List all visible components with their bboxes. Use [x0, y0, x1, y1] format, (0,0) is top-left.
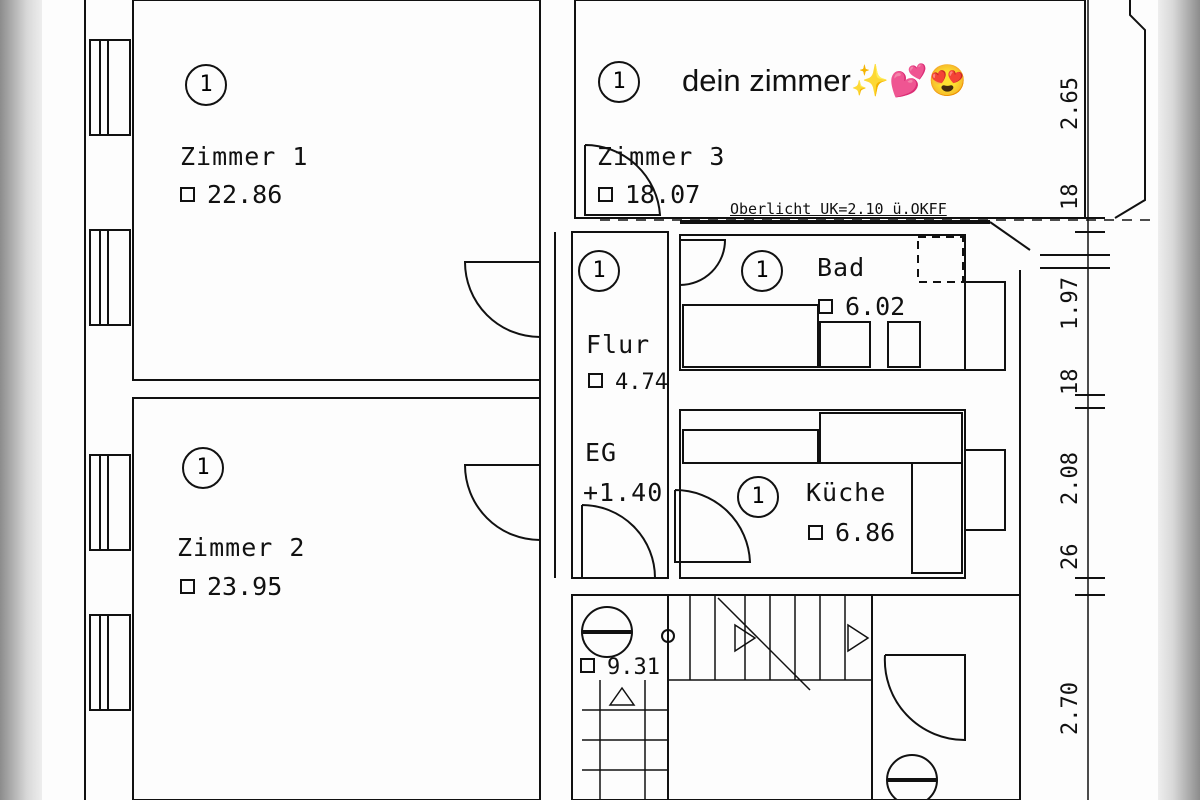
floor-plan-drawing: [84, 0, 1150, 800]
room-name-kueche: Küche: [806, 478, 887, 507]
room-number-badge: 1: [741, 250, 783, 292]
room-area-flur: 4.74: [588, 370, 668, 395]
room-name-zimmer-2: Zimmer 2: [177, 533, 306, 562]
background-blur-left: [0, 0, 45, 800]
skylight-note: Oberlicht UK=2.10 ü.OKFF: [730, 200, 947, 218]
room-area-kueche: 6.86: [808, 518, 895, 547]
dimension-label: 1.97: [1058, 277, 1083, 330]
dimension-label: 18: [1058, 368, 1083, 396]
room-name-zimmer-3: Zimmer 3: [597, 142, 726, 171]
dimension-label: 2.08: [1058, 452, 1083, 505]
room-number-badge: 1: [578, 250, 620, 292]
room-name-zimmer-1: Zimmer 1: [180, 142, 309, 171]
room-number-badge: 1: [182, 447, 224, 489]
stair-area: 9.31: [580, 655, 660, 680]
room-number-badge: 1: [737, 476, 779, 518]
door-kueche: [674, 488, 752, 563]
floor-plan: dein zimmer✨💕😍 1 Zimmer 1 22.86 1 Zimmer…: [42, 0, 1158, 800]
room-area-zimmer-1: 22.86: [180, 180, 282, 209]
room-number-badge: 1: [598, 61, 640, 103]
level-elevation: +1.40: [583, 478, 664, 507]
room-name-flur: Flur: [586, 330, 651, 359]
room-name-bad: Bad: [817, 253, 866, 282]
caption-text: dein zimmer✨💕😍: [682, 63, 967, 98]
room-area-zimmer-3: 18.07: [598, 180, 700, 209]
dimension-label: 26: [1058, 543, 1083, 571]
level-label: EG: [585, 438, 618, 467]
stair-steps: [582, 595, 872, 800]
door-entrance: [581, 504, 657, 579]
window-left: [89, 39, 131, 711]
door-zimmer-3: [584, 143, 662, 216]
room-area-bad: 6.02: [818, 292, 905, 321]
door-bad: [679, 239, 727, 286]
dimension-ticks: [1075, 217, 1105, 596]
dimension-label: 18: [1058, 183, 1083, 211]
room-number-badge: 1: [185, 64, 227, 106]
dimension-label: 2.65: [1058, 77, 1083, 130]
room-area-zimmer-2: 23.95: [180, 572, 282, 601]
door-zimmer-2: [463, 464, 541, 541]
door-zimmer-1: [463, 261, 541, 338]
dimension-label: 2.70: [1058, 682, 1083, 735]
background-blur-right: [1155, 0, 1200, 800]
